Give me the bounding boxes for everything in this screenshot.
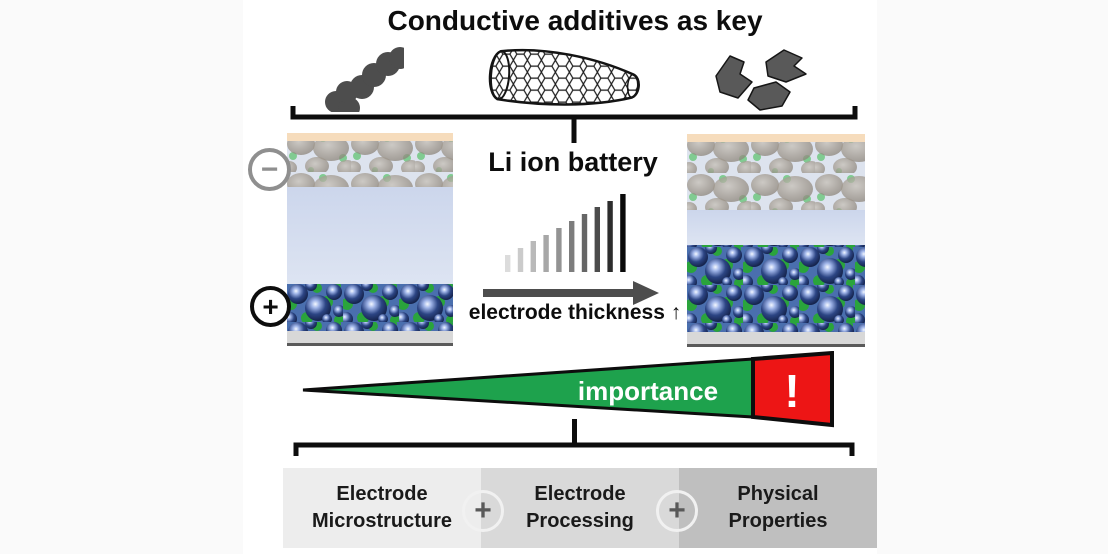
cathode-layer	[687, 245, 865, 332]
current-collector-top	[287, 133, 453, 141]
graphene-flakes-icon	[715, 49, 807, 111]
plus-connector-icon: +	[462, 490, 504, 532]
thickness-bars	[505, 194, 626, 272]
factor-label: Processing	[526, 510, 634, 532]
carbon-black-icon	[325, 47, 404, 112]
battery-cell-thin	[287, 133, 453, 346]
right-arrow-icon	[483, 281, 659, 305]
factor-box: Physical Properties	[679, 468, 877, 548]
factor-label: Electrode	[336, 483, 428, 505]
current-collector-top	[687, 134, 865, 142]
separator-layer	[687, 210, 865, 245]
factor-label: Microstructure	[311, 510, 453, 532]
cathode-layer	[287, 284, 453, 331]
importance-label: importance	[578, 376, 718, 406]
plus-connector-icon: +	[656, 490, 698, 532]
thickness-label: electrode thickness ↑	[468, 301, 682, 324]
bottom-bracket	[293, 442, 855, 456]
battery-label: Li ion battery	[488, 147, 658, 177]
wedge-connector-line	[572, 419, 577, 445]
current-collector-bottom	[687, 332, 865, 345]
current-collector-bottom	[287, 331, 453, 344]
importance-wedge: importance !	[302, 351, 834, 428]
factor-label: Physical	[737, 483, 819, 505]
factor-box: Electrode Processing	[481, 468, 679, 548]
carbon-nanotube-icon	[488, 48, 640, 106]
separator-layer	[287, 187, 453, 284]
anode-layer	[687, 142, 865, 210]
factor-label: Electrode	[534, 483, 626, 505]
top-bracket	[290, 106, 858, 143]
importance-wedge-red	[751, 351, 834, 428]
negative-terminal-icon: −	[248, 148, 291, 191]
factors-row: Electrode Microstructure Electrode Proce…	[283, 468, 877, 548]
factor-box: Electrode Microstructure	[283, 468, 481, 548]
battery-cell-thick	[687, 134, 865, 347]
anode-layer	[287, 141, 453, 187]
page-title: Conductive additives as key	[387, 5, 763, 36]
alert-exclamation: !	[784, 365, 799, 417]
factor-label: Properties	[728, 510, 828, 532]
positive-terminal-icon: +	[250, 286, 291, 327]
